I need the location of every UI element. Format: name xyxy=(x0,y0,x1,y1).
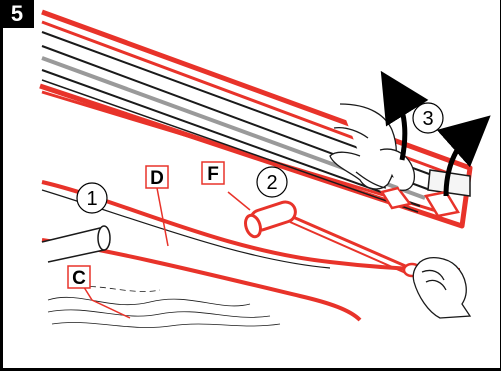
part-label-c: C xyxy=(67,265,91,289)
lift-arrows xyxy=(380,70,491,197)
label-f-leader xyxy=(227,191,251,211)
svg-text:1: 1 xyxy=(86,188,97,210)
svg-text:C: C xyxy=(72,268,86,289)
part-label-d: D xyxy=(145,165,169,247)
svg-text:F: F xyxy=(207,164,219,185)
svg-text:2: 2 xyxy=(266,172,277,194)
callout-1: 1 xyxy=(76,182,108,214)
roller-tool xyxy=(227,191,422,278)
callout-3: 3 xyxy=(412,102,444,134)
label-c-leader xyxy=(81,283,131,319)
svg-text:3: 3 xyxy=(422,108,433,130)
svg-text:D: D xyxy=(150,168,164,189)
hand-holding-roller xyxy=(412,256,472,319)
step-number-badge: 5 xyxy=(0,0,34,28)
callout-2: 2 xyxy=(256,166,288,198)
trim-panel-roll xyxy=(41,225,111,263)
adhesive-surface-sketch xyxy=(47,286,281,328)
part-label-f: F xyxy=(201,161,225,185)
